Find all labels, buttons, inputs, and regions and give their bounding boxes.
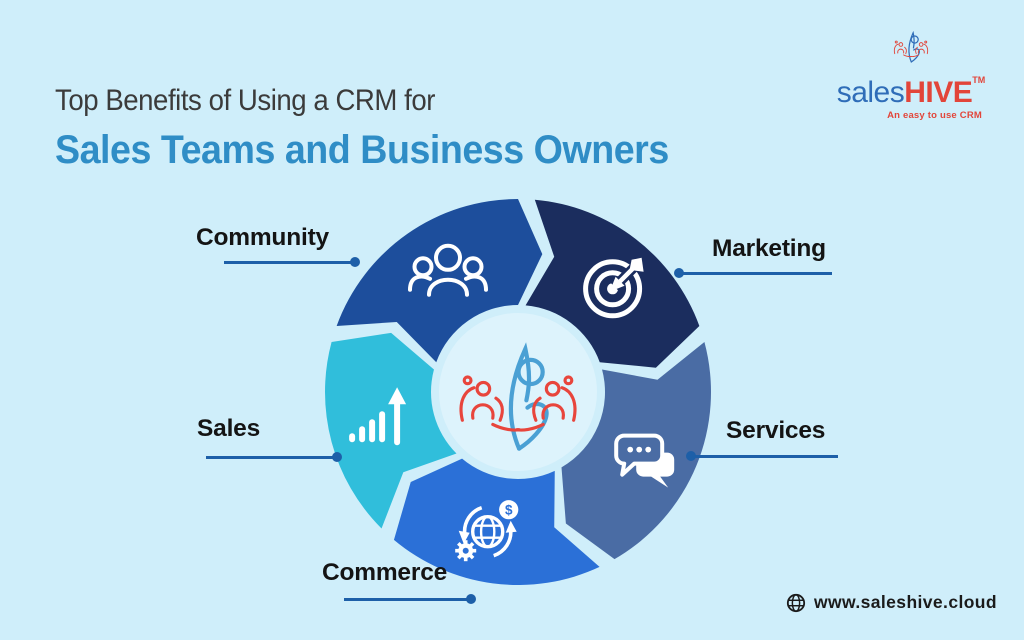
connector-commerce: [344, 594, 476, 605]
website-url: www.saleshive.cloud: [814, 592, 997, 612]
people-icon: [408, 243, 488, 297]
connector-marketing: [674, 268, 832, 279]
commerce-icon: $: [455, 500, 519, 562]
connector-dot: [466, 594, 476, 605]
label-marketing: Marketing: [712, 235, 826, 262]
target-icon: [583, 257, 645, 319]
label-sales: Sales: [197, 415, 261, 442]
connector-dot: [350, 257, 360, 268]
globe-icon: [786, 593, 806, 612]
connector-dot: [686, 451, 696, 462]
label-community: Community: [196, 224, 329, 251]
chat-icon: [614, 433, 675, 488]
saleshive-mark-icon: [459, 342, 577, 451]
community-figures: [459, 375, 577, 432]
segment-sales: [325, 332, 457, 529]
connector-community: [224, 257, 360, 268]
connector-dot: [674, 268, 684, 279]
connector-dot: [332, 452, 342, 463]
crm-cycle-diagram: $: [325, 199, 711, 586]
svg-text:$: $: [505, 503, 513, 518]
logo-sales-text: sales: [836, 76, 905, 109]
community-figures: [893, 40, 929, 58]
title-block: Top Benefits of Using a CRM for Sales Te…: [55, 84, 708, 173]
connector-sales: [206, 452, 342, 463]
brand-logo: salesHIVETM An easy to use CRM: [826, 12, 996, 121]
label-services: Services: [726, 417, 826, 444]
title-line2: Sales Teams and Business Owners: [55, 128, 669, 172]
saleshive-mark-icon: [893, 30, 929, 63]
logo-hive-text: HIVE: [904, 76, 973, 109]
brand-tagline: An easy to use CRM: [887, 110, 982, 121]
connector-services: [686, 451, 838, 462]
bar-chart-icon: [349, 387, 407, 446]
label-commerce: Commerce: [322, 559, 448, 586]
trademark-symbol: TM: [972, 75, 986, 85]
brand-name: salesHIVETM: [826, 75, 996, 109]
title-line1: Top Benefits of Using a CRM for: [55, 84, 435, 117]
website-footer: www.saleshive.cloud: [786, 592, 997, 613]
center-circle: [439, 313, 597, 471]
